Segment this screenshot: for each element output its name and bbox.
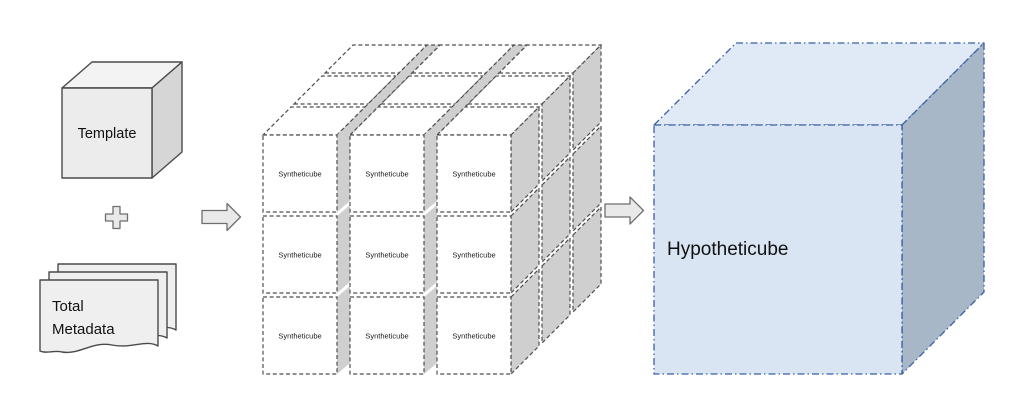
syntheticube-cell-label: Syntheticube	[452, 170, 495, 179]
syntheticube-front-face	[436, 134, 512, 213]
template-cube-label: Template	[78, 126, 137, 142]
hypotheticube-side-face	[901, 42, 985, 375]
syntheticube-column-gap-strip	[337, 124, 350, 212]
metadata-label-line1: Total	[52, 298, 84, 315]
template-cube: Template	[61, 61, 183, 179]
syntheticube-side-face	[572, 43, 602, 152]
syntheticube-column-gap-strip	[337, 286, 350, 374]
hypotheticube: Hypotheticube	[653, 42, 985, 375]
syntheticube-side-face	[572, 205, 602, 314]
hypotheticube-front-face	[653, 124, 903, 375]
syntheticube-front-face	[349, 296, 425, 375]
document-sheet-front	[39, 279, 159, 354]
metadata-stack: Total Metadata	[39, 263, 177, 354]
syntheticube-front-face	[436, 296, 512, 375]
metadata-label-line2: Metadata	[52, 321, 115, 338]
plus-icon	[104, 205, 129, 230]
syntheticube-front-face	[262, 296, 338, 375]
syntheticube-side-face	[541, 236, 571, 345]
syntheticube-column-gap-strip	[424, 205, 437, 293]
syntheticube-column-gap-strip	[424, 286, 437, 374]
syntheticube-cell-label: Syntheticube	[278, 170, 321, 179]
syntheticube-side-face	[572, 124, 602, 233]
syntheticube-cell-label: Syntheticube	[452, 251, 495, 260]
syntheticube-cell-label: Syntheticube	[365, 332, 408, 341]
flow-arrow-right-icon	[604, 196, 645, 225]
syntheticube-cell-label: Syntheticube	[365, 170, 408, 179]
flow-arrow-left-icon	[201, 202, 242, 232]
syntheticube-front-face	[349, 215, 425, 294]
syntheticube-front-face	[349, 134, 425, 213]
syntheticube-cell-label: Syntheticube	[278, 251, 321, 260]
syntheticube-side-face	[541, 155, 571, 264]
syntheticube-cell-label: Syntheticube	[278, 332, 321, 341]
syntheticube-side-face	[541, 74, 571, 183]
syntheticube-front-face	[262, 215, 338, 294]
syntheticube-front-face	[262, 134, 338, 213]
template-cube-front-face	[61, 87, 153, 179]
syntheticube-column-gap-strip	[424, 124, 437, 212]
syntheticube-front-face	[436, 215, 512, 294]
syntheticube-cell-label: Syntheticube	[365, 251, 408, 260]
syntheticube-column-gap-strip	[337, 205, 350, 293]
syntheticube-cell-label: Syntheticube	[452, 332, 495, 341]
hypotheticube-label: Hypotheticube	[667, 239, 788, 260]
